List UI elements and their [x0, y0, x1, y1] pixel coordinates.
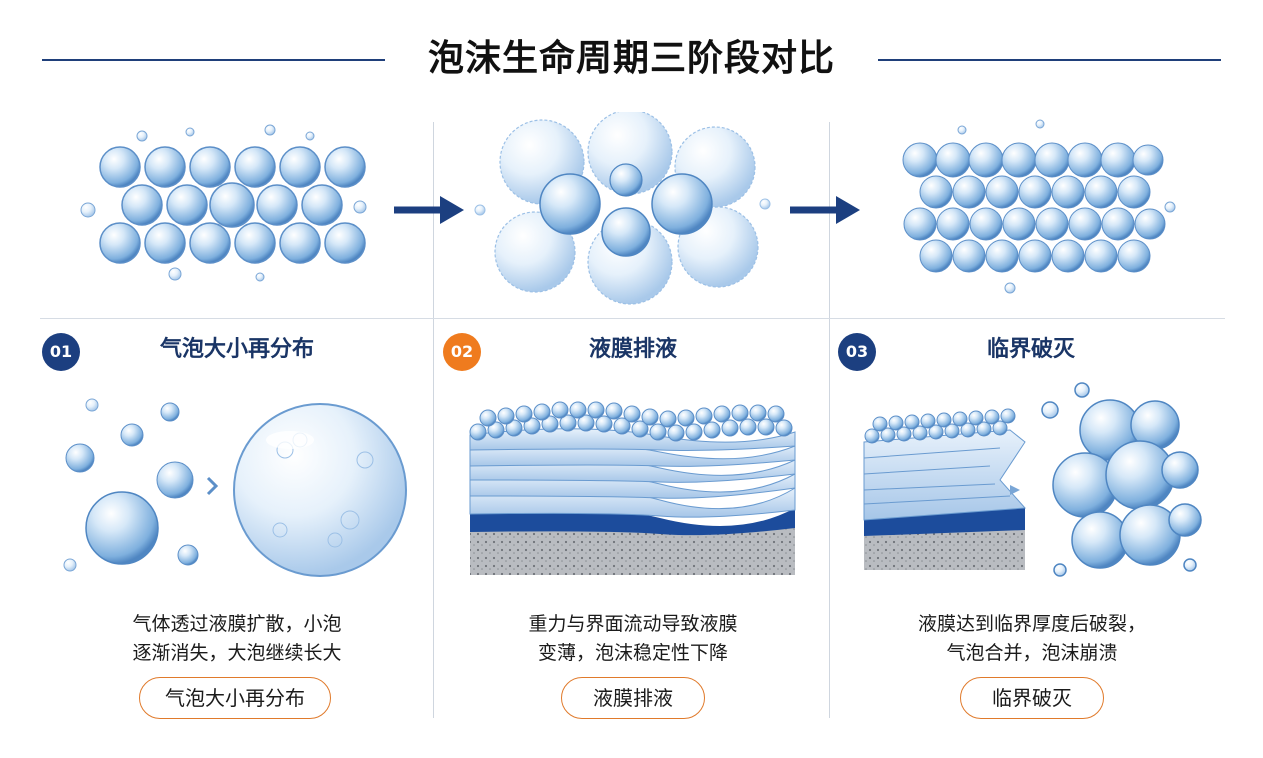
row-divider [40, 318, 1225, 319]
stage-1-title: 气泡大小再分布 [159, 337, 314, 362]
stage-3-desc-line-1: 液膜达到临界厚度后破裂， [917, 613, 1146, 635]
stage-1-description: 气体透过液膜扩散，小泡 逐渐消失，大泡继续长大 [67, 610, 407, 668]
stage-2-tag: 液膜排液 [561, 677, 705, 719]
stage-3-description: 液膜达到临界厚度后破裂， 气泡合并，泡沫崩溃 [862, 610, 1202, 668]
stage-2-badge: 02 [443, 333, 481, 371]
arrow-right-icon [394, 196, 464, 224]
stage-3-desc-line-2: 气泡合并，泡沫崩溃 [946, 642, 1118, 664]
arrow-right-icon [790, 196, 860, 224]
stage1-foam-image [80, 124, 367, 282]
column-divider-1 [433, 122, 434, 718]
page-title: 泡沫生命周期三阶段对比 [427, 38, 835, 79]
stage-1-desc-line-2: 逐渐消失，大泡继续长大 [132, 642, 342, 664]
stage2-foam-image [474, 112, 771, 305]
column-divider-2 [829, 122, 830, 718]
stage-2-desc-line-2: 变薄，泡沫稳定性下降 [537, 642, 728, 664]
title-rule-right [878, 59, 1221, 61]
stage2-film-drainage-image [469, 401, 796, 575]
stage1-bubble-growth-image [63, 398, 407, 577]
stage-1-tag: 气泡大小再分布 [139, 677, 331, 719]
stage-3-tag: 临界破灭 [960, 677, 1104, 719]
stage-2-desc-line-1: 重力与界面流动导致液膜 [528, 613, 738, 635]
stage-1-desc-line-1: 气体透过液膜扩散，小泡 [132, 613, 342, 635]
stage-2-description: 重力与界面流动导致液膜 变薄，泡沫稳定性下降 [463, 610, 803, 668]
stage-1-badge: 01 [42, 333, 80, 371]
stage-2-title: 液膜排液 [588, 337, 677, 362]
stage-3-title: 临界破灭 [986, 337, 1075, 362]
stage3-foam-image [902, 119, 1176, 294]
stage3-film-rupture-image [863, 382, 1202, 577]
stage-3-badge: 03 [838, 333, 876, 371]
title-rule-left [42, 59, 385, 61]
